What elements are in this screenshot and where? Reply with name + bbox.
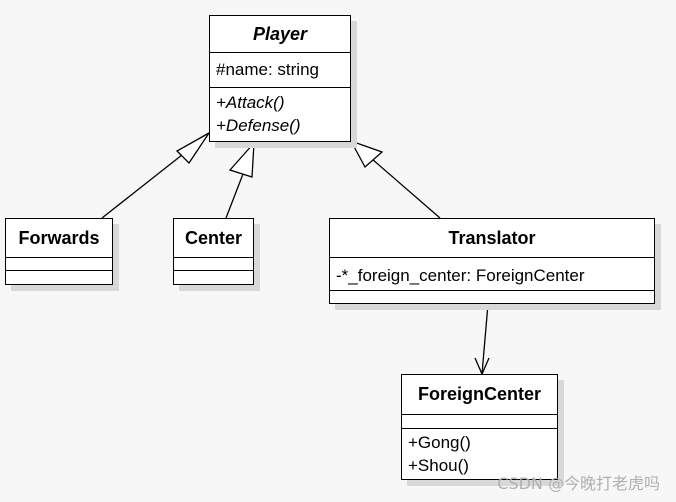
attributes-section: #name: string [210, 53, 350, 88]
class-player[interactable]: Player #name: string +Attack() +Defense(… [209, 15, 351, 142]
method: +Attack() [216, 93, 285, 112]
class-name: ForeignCenter [402, 375, 557, 415]
class-name: Forwards [6, 219, 112, 258]
inheritance-arrowhead-forwards [175, 132, 210, 165]
method: +Shou() [408, 456, 469, 475]
attributes-section [402, 415, 557, 429]
class-foreign-center[interactable]: ForeignCenter +Gong() +Shou() [401, 374, 558, 480]
attribute: -*_foreign_center: ForeignCenter [336, 266, 585, 285]
class-name: Center [174, 219, 253, 258]
method: +Gong() [408, 433, 471, 452]
methods-section: +Attack() +Defense() [210, 88, 350, 141]
inheritance-arrowhead-center [228, 141, 255, 178]
methods-section [6, 271, 112, 284]
class-name: Player [210, 16, 350, 53]
attribute: #name: string [216, 60, 319, 79]
methods-section [330, 291, 654, 303]
method: +Defense() [216, 116, 301, 135]
methods-section [174, 271, 253, 284]
association-translator-foreigncenter [481, 303, 489, 375]
inheritance-arrowhead-translator [349, 139, 384, 169]
class-center[interactable]: Center [173, 218, 254, 285]
generalization-center-player [225, 173, 244, 219]
watermark: CSDN @今晚打老虎吗 [497, 474, 660, 493]
attributes-section [174, 258, 253, 271]
generalization-forwards-player [101, 150, 188, 219]
class-forwards[interactable]: Forwards [5, 218, 113, 285]
attributes-section [6, 258, 112, 271]
methods-section: +Gong() +Shou() [402, 429, 557, 479]
attributes-section: -*_foreign_center: ForeignCenter [330, 258, 654, 291]
class-translator[interactable]: Translator -*_foreign_center: ForeignCen… [329, 218, 655, 304]
class-name: Translator [330, 219, 654, 258]
generalization-translator-player [371, 158, 441, 219]
